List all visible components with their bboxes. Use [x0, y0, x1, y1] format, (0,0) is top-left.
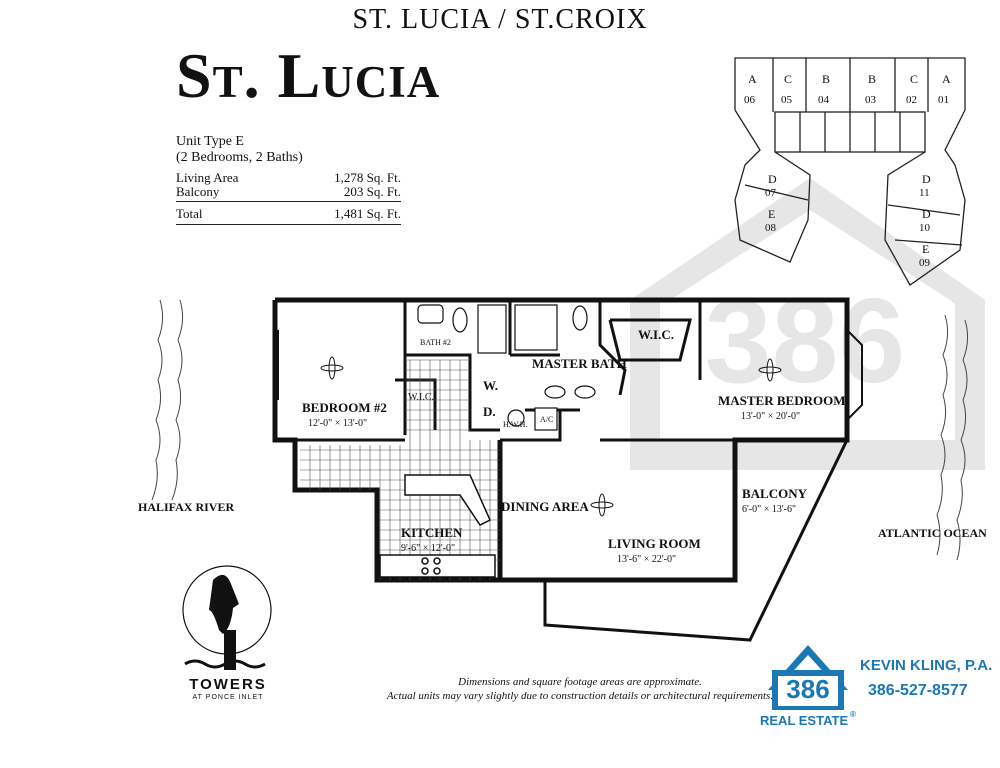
room-label-kitchen: KITCHEN	[401, 525, 463, 540]
room-label-bath2: BATH #2	[420, 338, 451, 347]
unit-summary: Unit Type E (2 Bedrooms, 2 Baths)	[176, 134, 303, 166]
ceiling-fans	[320, 356, 782, 517]
brand-number: 386	[786, 674, 830, 704]
keyplan-letter: A	[942, 72, 951, 86]
keyplan-number: 02	[906, 94, 917, 106]
keyplan-number: 10	[919, 222, 930, 234]
room-label-living: LIVING ROOM	[608, 536, 701, 551]
keyplan-number: 11	[919, 187, 930, 199]
key-plan	[734, 57, 966, 286]
room-dims-kitchen: 9'-6" × 12'-0"	[401, 543, 456, 554]
room-label-wic-master: W.I.C.	[638, 327, 675, 342]
area-total: Total 1,481 Sq. Ft.	[176, 206, 401, 222]
keyplan-number: 01	[938, 94, 949, 106]
disclaimer-line: Dimensions and square footage areas are …	[458, 676, 702, 688]
keyplan-letter: A	[748, 72, 757, 86]
room-label-wic-small: W.I.C.	[408, 392, 435, 403]
area-label: Total	[176, 206, 203, 221]
bay-window	[277, 329, 863, 421]
unit-name: St. Lucia	[176, 40, 441, 111]
bedrooms-baths: (2 Bedrooms, 2 Baths)	[176, 150, 303, 165]
keyplan-number: 05	[781, 94, 792, 106]
keyplan-letter: D	[922, 172, 931, 186]
keyplan-letter: B	[822, 72, 831, 86]
svg-text:386: 386	[705, 274, 905, 408]
room-label-hwh: H.W.H.	[503, 420, 528, 429]
keyplan-number: 04	[818, 94, 829, 106]
keyplan-letter: B	[868, 72, 877, 86]
keyplan-letter: D	[768, 172, 777, 186]
area-balcony: Balcony 203 Sq. Ft.	[176, 184, 401, 200]
area-value: 1,481 Sq. Ft.	[334, 206, 401, 221]
kitchen-counters	[379, 474, 496, 578]
keyplan-number: 07	[765, 187, 776, 199]
agent-name: KEVIN KLING, P.A.	[860, 657, 993, 674]
logo-name: TOWERS	[189, 676, 267, 693]
divider	[176, 201, 401, 202]
keyplan-number: 03	[865, 94, 876, 106]
area-value: 1,278 Sq. Ft.	[334, 170, 401, 185]
brand-logo-graphic	[768, 645, 848, 710]
keyplan-letter: C	[784, 72, 793, 86]
room-label-dining: DINING AREA	[501, 499, 589, 514]
area-value: 203 Sq. Ft.	[343, 184, 401, 199]
agent-phone[interactable]: 386-527-8577	[868, 682, 968, 699]
room-dims-balcony: 6'-0" × 13'-6"	[742, 504, 797, 515]
area-label: Balcony	[176, 184, 220, 199]
balcony-outline	[543, 438, 850, 642]
room-dims-master-bedroom: 13'-0" × 20'-0"	[741, 411, 801, 422]
divider	[176, 224, 401, 225]
keyplan-number: 06	[744, 94, 755, 106]
watermark-number: 386	[705, 274, 905, 408]
room-label-bedroom2: BEDROOM #2	[302, 400, 387, 415]
keyplan-letter: D	[922, 207, 931, 221]
keyplan-number: 08	[765, 222, 776, 234]
room-label-dryer: D.	[483, 404, 496, 419]
room-label-ac: A/C	[540, 415, 554, 424]
bath-fixtures	[417, 304, 596, 431]
watermark-logo	[630, 178, 985, 470]
disclaimer: Dimensions and square footage areas are …	[380, 675, 780, 703]
brand-reg-mark: ®	[850, 710, 856, 719]
room-label-master-bedroom: MASTER BEDROOM	[718, 393, 846, 408]
area-label: Living Area	[176, 170, 239, 185]
area-living: Living Area 1,278 Sq. Ft.	[176, 170, 401, 186]
room-label-master-bath: MASTER BATH	[532, 356, 627, 371]
ocean-shoreline	[936, 314, 969, 561]
keyplan-letter: E	[922, 242, 930, 256]
room-dims-living: 13'-6" × 22'-0"	[617, 554, 677, 565]
room-label-balcony: BALCONY	[742, 486, 808, 501]
room-label-washer: W.	[483, 378, 499, 393]
river-shoreline	[151, 299, 184, 501]
building-names: ST. LUCIA / ST.CROIX	[352, 4, 648, 35]
brand-text: REAL ESTATE	[760, 713, 849, 728]
label-halifax-river: HALIFAX RIVER	[138, 500, 235, 514]
keyplan-number: 09	[919, 257, 930, 269]
unit-type: Unit Type E	[176, 134, 244, 149]
keyplan-letter: C	[910, 72, 919, 86]
disclaimer-line: Actual units may vary slightly due to co…	[386, 690, 774, 702]
towers-logo-graphic	[182, 565, 272, 670]
logo-sub: AT PONCE INLET	[192, 694, 264, 701]
keyplan-letter: E	[768, 207, 776, 221]
label-atlantic-ocean: ATLANTIC OCEAN	[878, 526, 987, 540]
room-dims-bedroom2: 12'-0" × 13'-0"	[308, 418, 368, 429]
